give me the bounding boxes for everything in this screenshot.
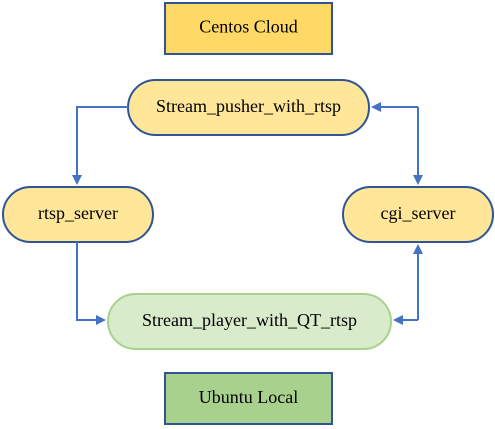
cgi-server-node: cgi_server: [342, 186, 494, 243]
local-legend-label: Ubuntu Local: [199, 387, 298, 407]
rtsp-server-label: rtsp_server: [38, 203, 118, 223]
stream-player-label: Stream_player_with_QT_rtsp: [142, 310, 357, 330]
stream-pusher-label: Stream_pusher_with_rtsp: [156, 96, 341, 116]
stream-pusher-node: Stream_pusher_with_rtsp: [127, 79, 370, 136]
arrow-rtsp-server-to-player: [76, 242, 106, 325]
cloud-legend-box: Centos Cloud: [164, 2, 333, 55]
local-legend-box: Ubuntu Local: [164, 372, 333, 425]
cgi-server-label: cgi_server: [381, 203, 456, 223]
rtsp-server-node: rtsp_server: [2, 186, 154, 243]
arrow-pusher-to-rtsp-server: [72, 106, 128, 185]
stream-player-node: Stream_player_with_QT_rtsp: [107, 293, 392, 350]
cloud-legend-label: Centos Cloud: [199, 17, 298, 37]
